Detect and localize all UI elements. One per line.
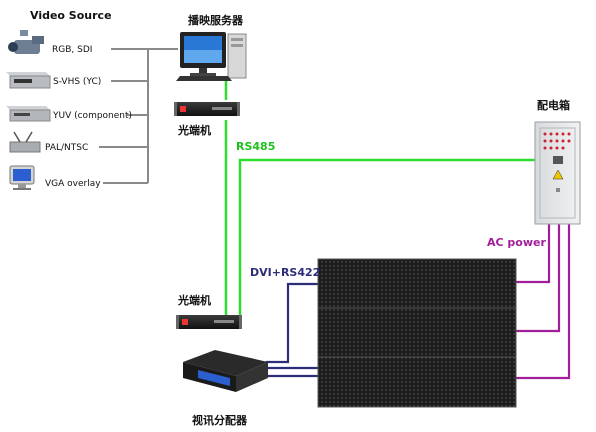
source-label-pal-ntsc: PAL/NTSC — [45, 143, 88, 153]
rs485-label: RS485 — [236, 140, 275, 153]
rs485-wiring — [224, 80, 535, 322]
server-label: 播映服务器 — [188, 13, 244, 27]
power-cabinet-label: 配电箱 — [537, 98, 570, 112]
power-cabinet-icon — [534, 121, 581, 225]
ac-power-label: AC power — [487, 236, 546, 249]
dvd-player-icon — [6, 106, 51, 122]
source-label-rgb-sdi: RGB, SDI — [52, 45, 92, 55]
source-label-vga: VGA overlay — [45, 179, 101, 189]
optical-transceiver-top-icon — [174, 102, 240, 116]
camcorder-icon — [8, 30, 44, 54]
dvi-rs422-label: DVI+RS422 — [250, 266, 320, 279]
computer-monitor-icon — [9, 165, 35, 190]
optical-bottom-label: 光端机 — [177, 293, 211, 307]
server-computer-icon — [176, 32, 247, 81]
distributor-label: 视讯分配器 — [192, 413, 248, 427]
optical-transceiver-bottom-icon — [176, 315, 242, 329]
source-wiring — [99, 48, 178, 184]
video-source-title: Video Source — [30, 9, 112, 22]
vcr-icon — [6, 72, 51, 89]
ac-power-wiring — [516, 222, 571, 380]
led-display-wall — [317, 258, 517, 408]
tv-tuner-icon — [9, 131, 41, 153]
data-wiring — [266, 282, 318, 378]
video-distributor-icon — [183, 350, 268, 392]
optical-top-label: 光端机 — [177, 123, 211, 137]
source-label-svhs: S-VHS (YC) — [53, 77, 101, 87]
source-label-yuv: YUV (component) — [52, 111, 132, 121]
